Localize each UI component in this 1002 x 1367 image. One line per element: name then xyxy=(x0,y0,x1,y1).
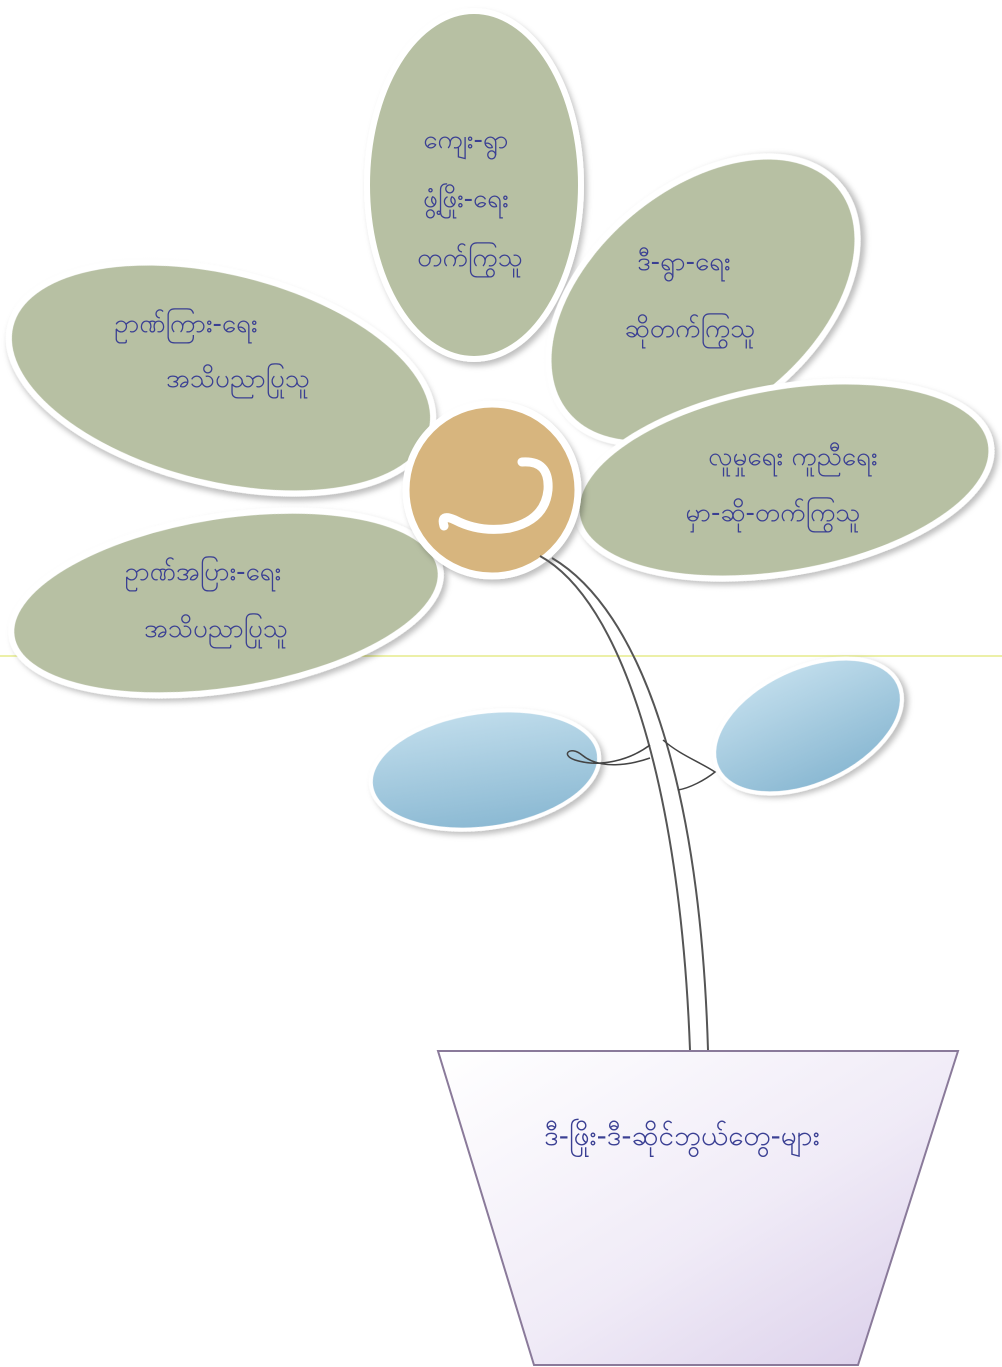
petal-top-line-1: ကျေး-ရွာ xyxy=(423,125,508,160)
petal-lower-left-line-2: အသိပညာပြုသူ xyxy=(144,611,288,649)
petal-top-text: ကျေး-ရွာ ဖွံ့ဖြိုး-ရေး တက်ကြွသူ xyxy=(417,125,523,278)
petal-lower-left: ဥာဏ်အပြား-ရေး အသိပညာပြုသူ xyxy=(0,483,454,723)
flower-center xyxy=(406,404,578,576)
petal-upper-right-line-1: ဒီ-ရွာ-ရေး xyxy=(637,246,731,282)
leaf-right xyxy=(693,631,923,821)
leaf-left xyxy=(363,697,607,844)
flower-pot: ဒီ-ဖြိုး-ဒီ-ဆိုင်ဘွယ်တွေ-များ xyxy=(438,1051,958,1365)
petal-right-line-1: လူမှုရေး ကူညီရေး xyxy=(708,441,877,477)
petal-lower-left-line-1: ဥာဏ်အပြား-ရေး xyxy=(125,554,282,592)
petal-upper-left-line-1: ဥာဏ်ကြား-ရေး xyxy=(114,306,257,344)
petal-top-line-3: တက်ကြွသူ xyxy=(417,240,523,278)
petal-upper-right-line-2: ဆိုတက်ကြွသူ xyxy=(625,311,756,349)
pot-label: ဒီ-ဖြိုး-ဒီ-ဆိုင်ဘွယ်တွေ-များ xyxy=(544,1117,820,1158)
petal-upper-left-line-2: အသိပညာပြုသူ xyxy=(166,361,310,399)
petal-right-line-2: မှာ-ဆို-တက်ကြွသူ xyxy=(685,495,860,533)
petal-top: ကျေး-ရွာ ဖွံ့ဖြိုး-ရေး တက်ကြွသူ xyxy=(367,11,581,359)
petal-top-line-2: ဖွံ့ဖြိုး-ရေး xyxy=(423,181,509,219)
